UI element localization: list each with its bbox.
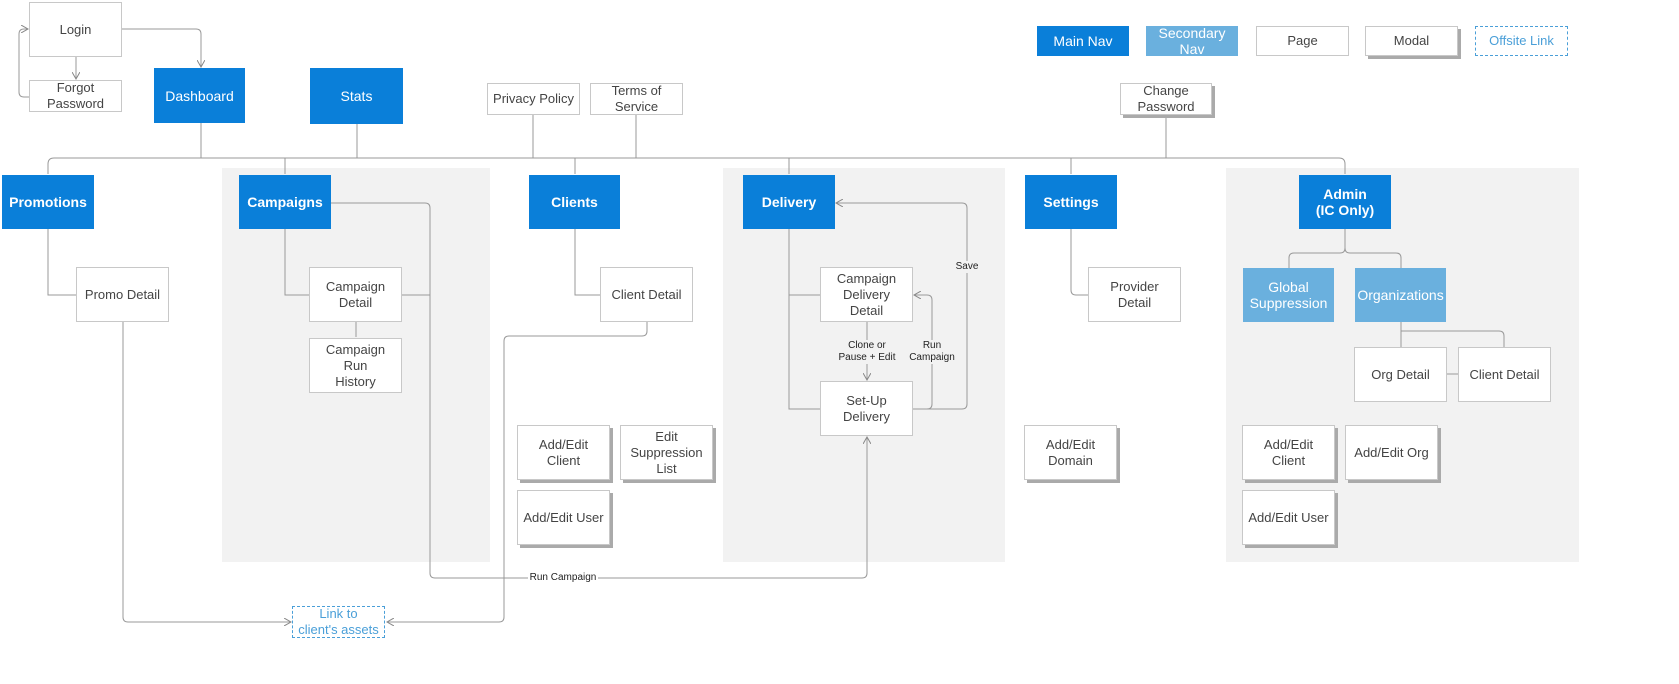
edge-forgot-login (18, 29, 29, 98)
delivery-section-area (723, 168, 1005, 562)
node-campaigns[interactable]: Campaigns (239, 175, 331, 229)
legend-offsite-link: Offsite Link (1475, 26, 1568, 56)
edge-delivery-detail (788, 229, 820, 296)
node-promotions[interactable]: Promotions (2, 175, 94, 229)
nav-bus-line (47, 157, 1346, 174)
edge-promotions-detail (47, 229, 76, 296)
node-link-client-assets[interactable]: Link to client's assets (292, 606, 385, 638)
node-privacy-policy[interactable]: Privacy Policy (487, 83, 580, 115)
node-terms-of-service[interactable]: Terms of Service (590, 83, 683, 115)
edge-admin-orgs (1344, 229, 1402, 268)
edge-orgs-clientdetail (1401, 330, 1505, 347)
node-set-up-delivery[interactable]: Set-Up Delivery (820, 381, 913, 436)
edge-clients-detail (574, 229, 600, 296)
edge-label-save: Save (953, 261, 981, 273)
node-provider-detail[interactable]: Provider Detail (1088, 267, 1181, 322)
node-admin[interactable]: Admin (IC Only) (1299, 175, 1391, 229)
node-change-password[interactable]: Change Password (1120, 83, 1212, 115)
node-campaign-detail[interactable]: Campaign Detail (309, 267, 402, 322)
node-admin-add-edit-user[interactable]: Add/Edit User (1242, 490, 1335, 545)
node-admin-add-edit-client[interactable]: Add/Edit Client (1242, 425, 1335, 480)
node-admin-client-detail[interactable]: Client Detail (1458, 347, 1551, 402)
node-edit-suppression-list[interactable]: Edit Suppression List (620, 425, 713, 480)
edge-campaigns-detail (284, 229, 309, 296)
edge-label-run-campaign: Run Campaign (528, 572, 598, 584)
node-campaign-delivery-detail[interactable]: Campaign Delivery Detail (820, 267, 913, 322)
edge-label-clone-pause-edit: Clone or Pause + Edit (832, 340, 902, 364)
node-org-detail[interactable]: Org Detail (1354, 347, 1447, 402)
node-clients[interactable]: Clients (529, 175, 620, 229)
node-promo-detail[interactable]: Promo Detail (76, 267, 169, 322)
legend-secondary-nav: Secondary Nav (1146, 25, 1238, 57)
edge-login-dashboard (122, 28, 201, 67)
edge-setup-delivery-save (836, 203, 968, 410)
edge-settings-provider (1070, 229, 1088, 296)
node-organizations[interactable]: Organizations (1355, 268, 1446, 322)
node-stats[interactable]: Stats (310, 68, 403, 124)
node-add-edit-domain[interactable]: Add/Edit Domain (1024, 425, 1117, 480)
edge-promo-link (122, 322, 291, 622)
node-delivery[interactable]: Delivery (743, 175, 835, 229)
edge-delivery-setup (788, 295, 820, 410)
legend-main-nav: Main Nav (1037, 26, 1129, 56)
node-add-edit-org[interactable]: Add/Edit Org (1345, 425, 1438, 480)
edge-campaigns-run (331, 202, 867, 579)
legend-modal: Modal (1365, 26, 1458, 56)
edge-client-link (387, 322, 648, 622)
node-login[interactable]: Login (29, 2, 122, 57)
node-forgot-password[interactable]: Forgot Password (29, 80, 122, 112)
edge-admin-children (1288, 229, 1346, 268)
node-add-edit-client[interactable]: Add/Edit Client (517, 425, 610, 480)
node-global-suppression[interactable]: Global Suppression (1243, 268, 1334, 322)
node-dashboard[interactable]: Dashboard (154, 68, 245, 123)
node-settings[interactable]: Settings (1025, 175, 1117, 229)
edge-label-run-campaign-short: Run Campaign (906, 340, 958, 364)
node-client-detail[interactable]: Client Detail (600, 267, 693, 322)
node-add-edit-user[interactable]: Add/Edit User (517, 490, 610, 545)
legend-page: Page (1256, 26, 1349, 56)
node-campaign-run-history[interactable]: Campaign Run History (309, 338, 402, 393)
